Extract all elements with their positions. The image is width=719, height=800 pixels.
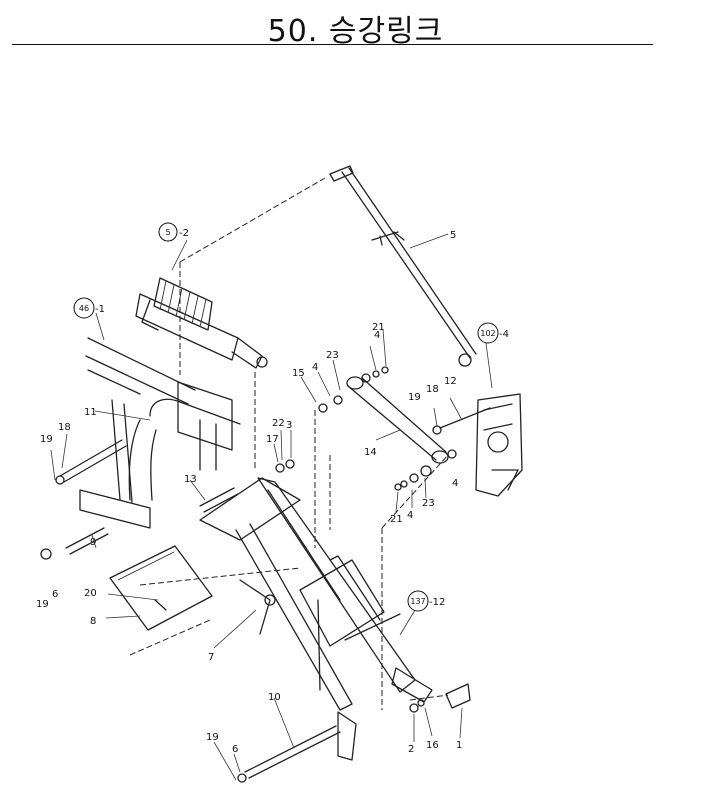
callout-20: 20 — [84, 588, 97, 599]
callout-12: 12 — [444, 376, 457, 387]
part-8-plate — [109, 545, 213, 631]
svg-text:-1: -1 — [95, 304, 105, 315]
callout-15: 15 — [292, 368, 305, 379]
part-5-lift-rod — [329, 165, 477, 367]
callout-18: 18 — [426, 384, 439, 395]
callout-7: 7 — [208, 652, 214, 663]
callout-17: 17 — [266, 434, 279, 445]
callout-4: 4 — [312, 362, 318, 373]
callout-4: 4 — [407, 510, 413, 521]
reference-46-1: 46 -1 — [73, 297, 105, 319]
svg-text:-12: -12 — [429, 597, 445, 608]
callout-19: 19 — [36, 599, 49, 610]
callout-13: 13 — [184, 474, 197, 485]
svg-text:-2: -2 — [179, 228, 189, 239]
part-10-lower-rod — [237, 683, 471, 783]
title-rule — [12, 44, 653, 45]
reference-137-12: 137 -12 — [407, 590, 445, 612]
assembly-guide-lines — [129, 177, 449, 710]
callout-23: 23 — [422, 498, 435, 509]
callout-9: 9 — [90, 537, 96, 548]
callout-21: 21 — [372, 322, 385, 333]
callout-11: 11 — [84, 407, 97, 418]
callout-5: 5 — [450, 230, 456, 241]
mid-small-parts — [199, 459, 295, 513]
callout-2: 2 — [408, 744, 414, 755]
callout-14: 14 — [364, 447, 377, 458]
callout-3: 3 — [286, 420, 292, 431]
svg-text:102: 102 — [480, 329, 495, 338]
svg-text:137: 137 — [410, 597, 425, 606]
reference-5-2: 5 -2 — [158, 222, 189, 242]
callout-1: 1 — [456, 740, 462, 751]
callout-4: 4 — [374, 330, 380, 341]
reference-102-4: 102 -4 — [477, 322, 509, 344]
svg-text:5: 5 — [165, 228, 170, 237]
leader-lines — [50, 233, 493, 781]
callout-22: 22 — [272, 418, 285, 429]
svg-text:46: 46 — [79, 304, 89, 313]
main-lift-arm — [199, 477, 433, 761]
callout-19: 19 — [206, 732, 219, 743]
callout-21: 21 — [390, 514, 403, 525]
callout-6: 6 — [232, 744, 238, 755]
callout-6: 6 — [52, 589, 58, 600]
callout-19: 19 — [408, 392, 421, 403]
callout-23: 23 — [326, 350, 339, 361]
callout-19: 19 — [40, 434, 53, 445]
callout-18: 18 — [58, 422, 71, 433]
svg-text:-4: -4 — [499, 329, 509, 340]
callout-16: 16 — [426, 740, 439, 751]
part-callouts: 1 2 3 4 4 4 4 5 6 6 7 8 9 10 11 12 13 14… — [36, 230, 462, 755]
callout-8: 8 — [90, 616, 96, 627]
left-pins — [40, 439, 151, 560]
frame-rails — [85, 337, 241, 503]
callout-10: 10 — [268, 692, 281, 703]
page-title: 50. 승강링크 — [267, 14, 444, 49]
part-14-cross-pipe — [318, 366, 457, 491]
callout-4: 4 — [452, 478, 458, 489]
spring-cylinder-assembly — [135, 277, 268, 369]
part-102-4-housing — [432, 393, 523, 497]
